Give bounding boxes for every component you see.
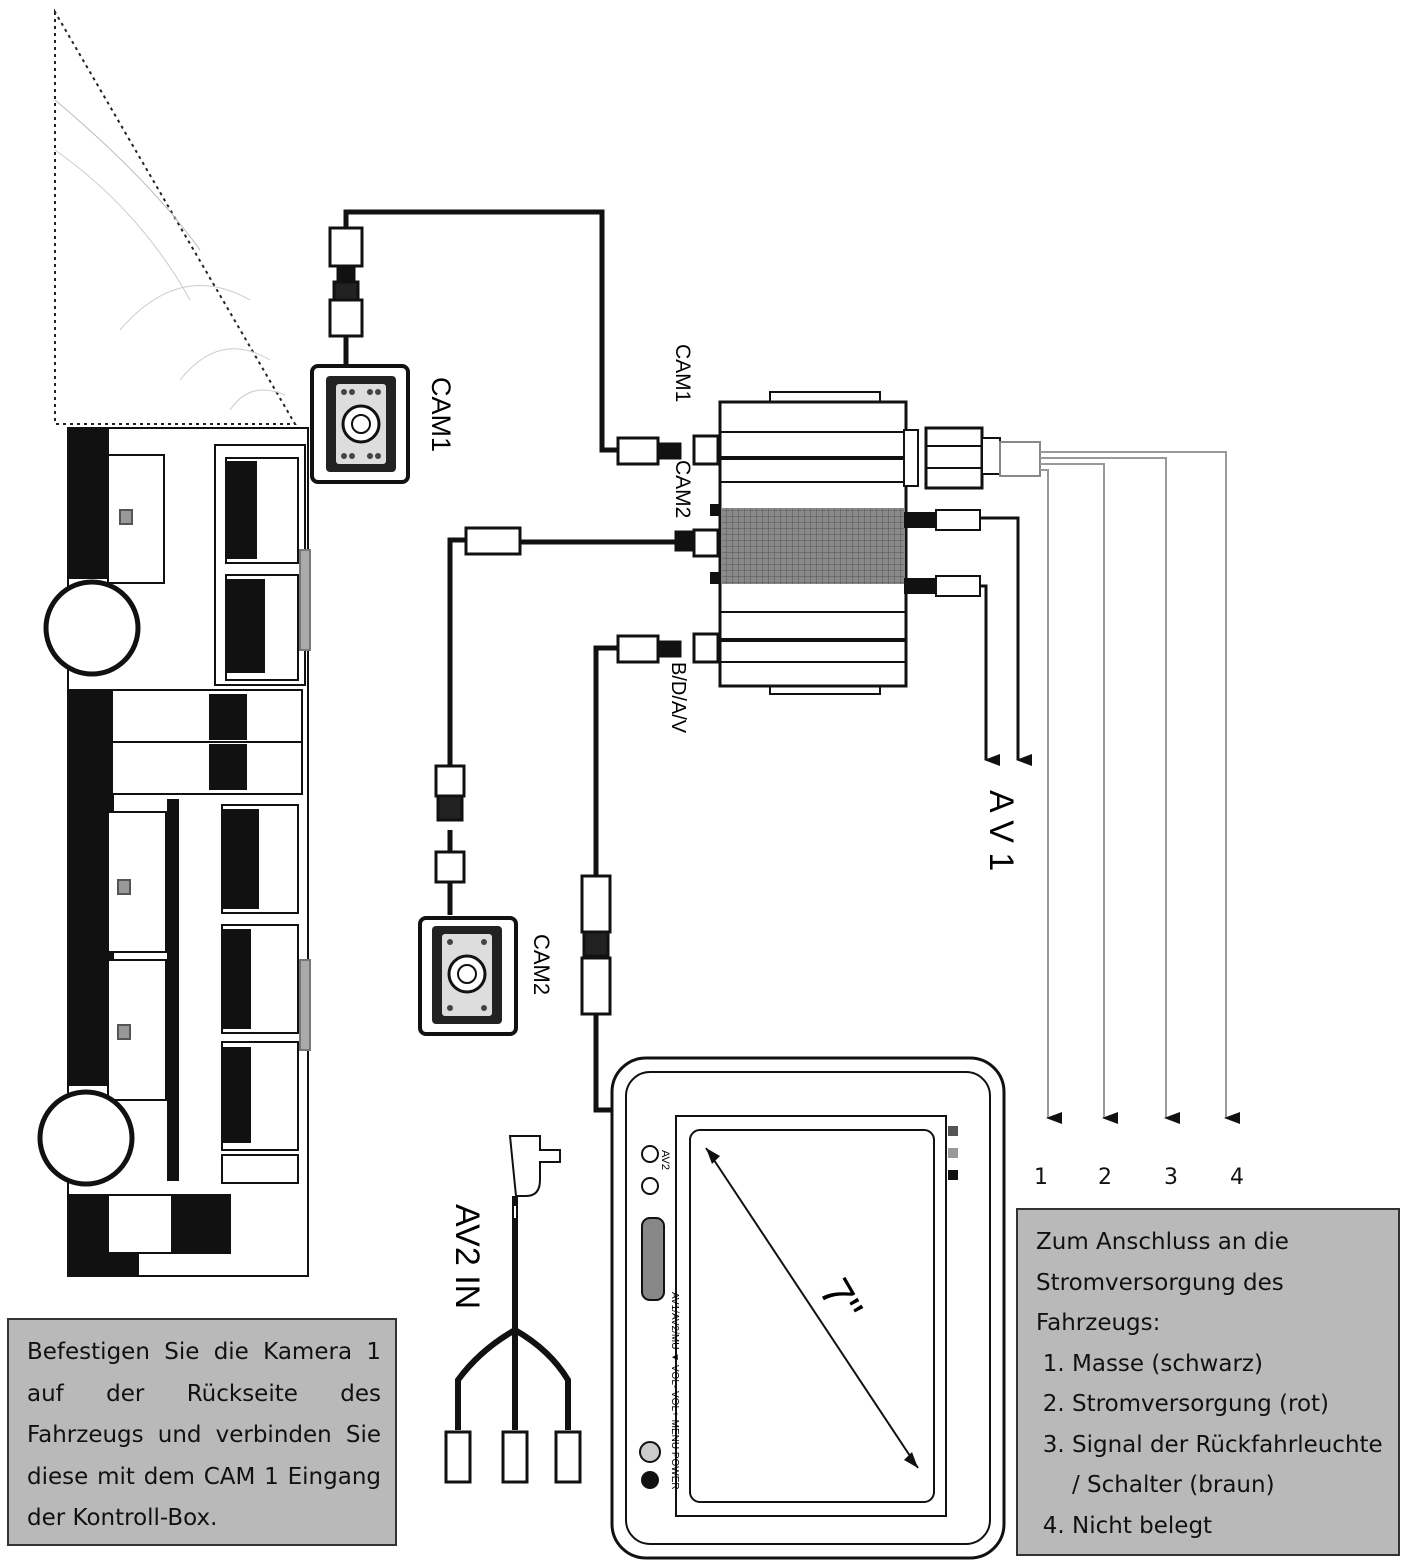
camera-2 <box>418 916 518 1036</box>
wire-number-4: 4 <box>1230 1165 1244 1190</box>
power-wire-item: Masse (schwarz) <box>1072 1344 1388 1385</box>
power-wire-item: Nicht belegt <box>1072 1506 1388 1547</box>
power-wire-list: Masse (schwarz) Stromversorgung (rot) Si… <box>1036 1344 1388 1547</box>
camera-1 <box>310 364 410 484</box>
camera-2-label: CAM2 <box>529 934 554 995</box>
cam2-port-label: CAM2 <box>671 460 694 518</box>
av2-in-label: AV2 IN <box>448 1204 486 1309</box>
camera-mounting-note: Befestigen Sie die Kamera 1 auf der Rück… <box>7 1318 397 1546</box>
monitor-av2-jack-label: AV2 <box>659 1150 671 1170</box>
camera-mounting-note-text: Befestigen Sie die Kamera 1 auf der Rück… <box>27 1339 381 1531</box>
wire-number-3: 3 <box>1164 1165 1178 1190</box>
camera-view-cone <box>54 8 297 425</box>
camera-1-label: CAM1 <box>426 377 456 452</box>
monitor-button-labels: AV1/AV2/MU ▼ VOL- VOL+ MENU POWER <box>669 1292 680 1490</box>
control-box <box>710 391 1041 695</box>
av2-in-cable <box>444 1135 582 1484</box>
power-wires <box>1040 451 1240 1124</box>
av1-cables <box>980 516 1032 766</box>
cam1-port-label: CAM1 <box>671 344 694 402</box>
wire-number-2: 2 <box>1098 1165 1112 1190</box>
power-wire-item: Signal der Rückfahrleuchte / Schalter (b… <box>1072 1425 1388 1506</box>
power-wire-item: Stromversorgung (rot) <box>1072 1384 1388 1425</box>
bdav-port-label: B/D/A/V <box>667 662 689 734</box>
wire-number-1: 1 <box>1034 1165 1048 1190</box>
av1-label: A V 1 <box>982 790 1020 871</box>
bus-top-view <box>37 427 311 1277</box>
power-connection-intro: Zum Anschluss an die Stromversorgung des… <box>1036 1229 1289 1336</box>
power-connection-note: Zum Anschluss an die Stromversorgung des… <box>1016 1208 1400 1556</box>
connectors <box>328 226 720 1016</box>
av1-plugs <box>916 509 981 597</box>
monitor <box>610 1056 1006 1560</box>
cables <box>343 209 690 1113</box>
